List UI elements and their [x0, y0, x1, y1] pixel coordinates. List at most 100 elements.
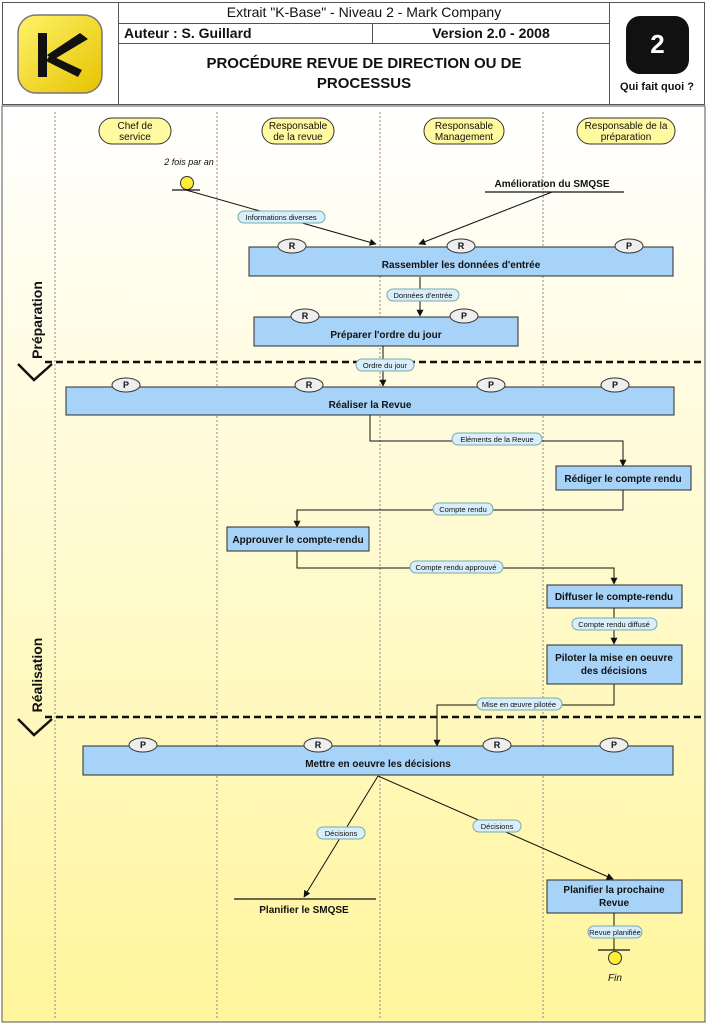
flow-label-mise-en-oeuvre-pilotee: Mise en œuvre pilotée — [476, 697, 563, 711]
smqse-input-label: Amélioration du SMQSE — [494, 179, 609, 190]
raci-marker-r: R — [446, 238, 476, 254]
flow-label-donnees-entree: Données d'entrée — [386, 288, 460, 302]
svg-text:Management: Management — [435, 132, 494, 143]
raci-marker-r: R — [482, 737, 512, 753]
badge-caption: Qui fait quoi ? — [620, 81, 694, 93]
extract-title: Extrait "K-Base" - Niveau 2 - Mark Compa… — [226, 4, 502, 20]
svg-text:Préparer l'ordre du jour: Préparer l'ordre du jour — [330, 330, 441, 341]
raci-marker-p: P — [600, 377, 630, 393]
svg-text:P: P — [611, 740, 617, 750]
svg-text:Réaliser la Revue: Réaliser la Revue — [329, 400, 412, 411]
svg-text:des décisions: des décisions — [581, 666, 648, 677]
swimlane-lines — [54, 112, 544, 1018]
raci-marker-r: R — [277, 238, 307, 254]
svg-text:Mettre en oeuvre les décision: Mettre en oeuvre les décisions — [305, 759, 451, 770]
svg-text:R: R — [458, 241, 465, 251]
activity-rediger-compte-rendu: Rédiger le compte rendu — [555, 465, 692, 491]
svg-text:service: service — [119, 132, 151, 143]
raci-marker-r: R — [294, 377, 324, 393]
svg-text:Planifier la prochaine: Planifier la prochaine — [563, 885, 665, 896]
k-base-logo-icon — [17, 14, 103, 94]
raci-marker-p: P — [111, 377, 141, 393]
activity-mettre-en-oeuvre-decisions: Mettre en oeuvre les décisions — [82, 745, 674, 776]
author-label: Auteur : S. Guillard — [124, 25, 252, 41]
svg-text:Informations diverses: Informations diverses — [245, 213, 317, 222]
svg-text:R: R — [289, 241, 296, 251]
svg-text:Compte rendu diffusé: Compte rendu diffusé — [578, 620, 650, 629]
raci-marker-r: R — [303, 737, 333, 753]
svg-text:R: R — [302, 311, 309, 321]
svg-text:Décisions: Décisions — [325, 829, 358, 838]
flow-label-revue-planifiee: Revue planifiée — [587, 925, 643, 939]
activity-diffuser-compte-rendu: Diffuser le compte-rendu — [546, 584, 683, 609]
svg-text:Rédiger le compte rendu: Rédiger le compte rendu — [564, 474, 681, 485]
svg-text:Données d'entrée: Données d'entrée — [394, 291, 453, 300]
svg-text:préparation: préparation — [601, 132, 652, 143]
version-label: Version 2.0 - 2008 — [432, 25, 550, 41]
raci-marker-p: P — [614, 238, 644, 254]
plan-smqse-label: Planifier le SMQSE — [259, 905, 349, 916]
start-event-label: 2 fois par an — [163, 157, 214, 167]
svg-text:P: P — [488, 380, 494, 390]
phase-label-preparation: Préparation — [29, 281, 45, 359]
raci-marker-p: P — [128, 737, 158, 753]
svg-text:Revue planifiée: Revue planifiée — [589, 928, 641, 937]
end-event — [598, 949, 630, 965]
title-cell — [118, 43, 610, 105]
role-responsable-preparation: Responsable de la préparation — [576, 117, 676, 145]
svg-text:Chef de: Chef de — [117, 121, 152, 132]
flow-label-informations: Informations diverses — [237, 210, 326, 224]
svg-text:Piloter la mise en oeuvre: Piloter la mise en oeuvre — [555, 653, 673, 664]
svg-text:R: R — [306, 380, 313, 390]
activity-realiser-revue: Réaliser la Revue — [65, 386, 675, 416]
svg-text:P: P — [461, 311, 467, 321]
raci-marker-r: R — [290, 308, 320, 324]
phase-chevron-icon — [17, 363, 53, 382]
role-chef-de-service: Chef de service — [98, 117, 172, 145]
svg-text:Approuver le compte-rendu: Approuver le compte-rendu — [232, 535, 363, 546]
svg-text:Décisions: Décisions — [481, 822, 514, 831]
activity-piloter-mise-en-oeuvre: Piloter la mise en oeuvre des décisions — [546, 644, 683, 685]
raci-marker-p: P — [599, 737, 629, 753]
role-responsable-management: Responsable Management — [423, 117, 505, 145]
flow-label-compte-rendu-approuve: Compte rendu approuvé — [409, 560, 504, 574]
start-event — [172, 176, 200, 191]
svg-text:de la revue: de la revue — [273, 132, 323, 143]
flow-label-compte-rendu: Compte rendu — [432, 502, 494, 516]
svg-text:Responsable: Responsable — [435, 121, 494, 132]
phase-label-realisation: Réalisation — [29, 638, 45, 713]
svg-text:Responsable: Responsable — [269, 121, 328, 132]
svg-text:R: R — [315, 740, 322, 750]
svg-text:Eléments de la Revue: Eléments de la Revue — [460, 435, 533, 444]
raci-marker-p: P — [476, 377, 506, 393]
page-title-line1: PROCÉDURE REVUE DE DIRECTION OU DE — [206, 55, 522, 72]
svg-text:R: R — [494, 740, 501, 750]
activity-preparer-ordre-du-jour: Préparer l'ordre du jour — [253, 316, 519, 347]
flow-label-elements-revue: Eléments de la Revue — [451, 432, 543, 446]
svg-text:P: P — [612, 380, 618, 390]
flow-label-decisions: Décisions — [316, 826, 366, 840]
svg-text:Compte rendu: Compte rendu — [439, 505, 487, 514]
svg-text:Responsable de la: Responsable de la — [585, 121, 668, 132]
flow-label-ordre-du-jour: Ordre du jour — [355, 358, 415, 372]
activity-planifier-prochaine-revue: Planifier la prochaine Revue — [546, 879, 683, 914]
end-event-label: Fin — [608, 973, 622, 984]
flow-label-compte-rendu-diffuse: Compte rendu diffusé — [571, 617, 658, 631]
svg-text:P: P — [626, 241, 632, 251]
page-title-line2: PROCESSUS — [316, 75, 412, 92]
svg-text:P: P — [140, 740, 146, 750]
svg-text:Mise en œuvre pilotée: Mise en œuvre pilotée — [482, 700, 556, 709]
activity-rassembler-donnees: Rassembler les données d'entrée — [248, 246, 674, 277]
svg-text:Revue: Revue — [599, 898, 629, 909]
flow-label-decisions: Décisions — [472, 819, 522, 833]
level-badge-icon — [626, 16, 689, 74]
activity-approuver-compte-rendu: Approuver le compte-rendu — [226, 526, 370, 552]
svg-text:Rassembler les données d'entré: Rassembler les données d'entrée — [382, 260, 541, 271]
svg-text:Compte rendu approuvé: Compte rendu approuvé — [416, 563, 497, 572]
badge-number: 2 — [650, 29, 665, 59]
raci-marker-p: P — [449, 308, 479, 324]
role-responsable-revue: Responsable de la revue — [261, 117, 335, 145]
